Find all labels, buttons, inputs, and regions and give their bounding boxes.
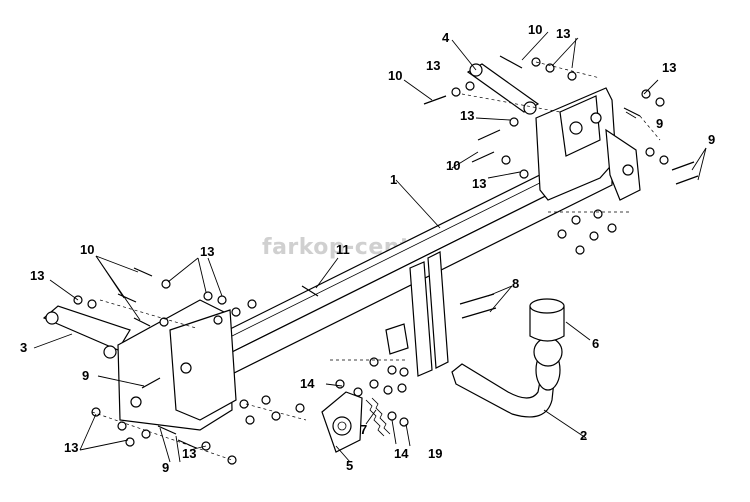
callout-13-top-right: 13 xyxy=(662,60,676,75)
callout-5: 5 xyxy=(346,458,353,473)
spacer-strap xyxy=(466,63,540,115)
callout-19: 19 xyxy=(428,446,442,461)
callout-13-middle: 13 xyxy=(460,108,474,123)
callout-6: 6 xyxy=(592,336,599,351)
socket-plate xyxy=(321,391,363,453)
center-brackets xyxy=(385,251,449,377)
tow-ball-neck xyxy=(451,337,563,418)
callout-2: 2 xyxy=(580,428,587,443)
callout-13-top: 13 xyxy=(556,26,570,41)
leader-lines xyxy=(33,31,707,463)
callout-7: 7 xyxy=(360,422,367,437)
callout-13-left: 13 xyxy=(30,268,44,283)
callout-13-left-top: 13 xyxy=(200,244,214,259)
callout-1: 1 xyxy=(390,172,397,187)
callout-10-top: 10 xyxy=(528,22,542,37)
callout-13-upper: 13 xyxy=(426,58,440,73)
ball-cap xyxy=(529,298,565,342)
callout-13-center: 13 xyxy=(472,176,486,191)
callout-14-upper: 14 xyxy=(300,376,315,391)
right-bracket xyxy=(535,87,641,201)
callout-10-left: 10 xyxy=(80,242,94,257)
callout-13-bottom-left: 13 xyxy=(64,440,78,455)
callouts: 1 2 3 4 5 6 7 8 9 9 9 9 10 10 10 10 11 1… xyxy=(20,22,715,475)
left-bracket xyxy=(42,299,237,431)
callout-9-left: 9 xyxy=(82,368,89,383)
callout-9-top-right: 9 xyxy=(656,116,663,131)
callout-11: 11 xyxy=(336,242,350,257)
callout-9-bottom: 9 xyxy=(162,460,169,475)
callout-4: 4 xyxy=(442,30,450,45)
callout-3: 3 xyxy=(20,340,27,355)
spring xyxy=(365,397,391,437)
callout-10-middle: 10 xyxy=(446,158,460,173)
callout-10-upper-left: 10 xyxy=(388,68,402,83)
callout-13-bottom: 13 xyxy=(182,446,196,461)
callout-8: 8 xyxy=(512,276,519,291)
callout-14-lower: 14 xyxy=(394,446,409,461)
callout-9-right: 9 xyxy=(708,132,715,147)
